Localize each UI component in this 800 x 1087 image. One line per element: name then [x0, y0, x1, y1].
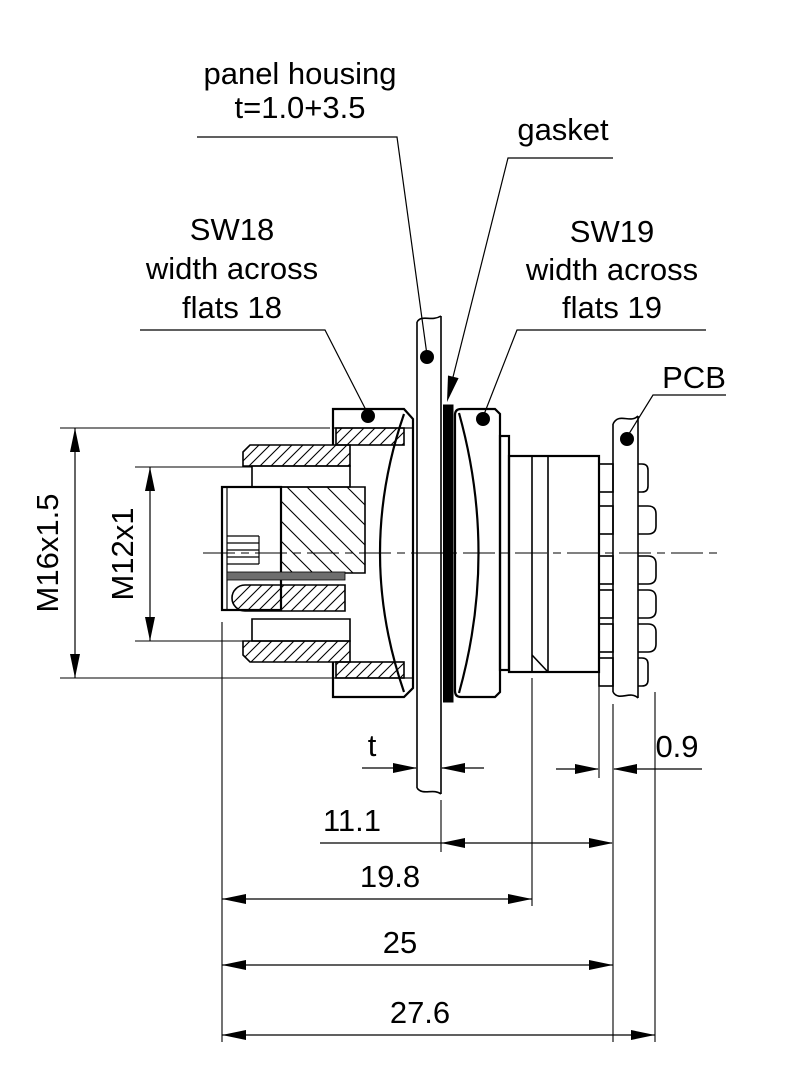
gasket-label: gasket — [517, 112, 609, 147]
center-contact — [226, 571, 346, 581]
dim-27-6-label: 27.6 — [390, 995, 450, 1030]
insulator-section — [280, 486, 366, 574]
gasket-leader — [448, 157, 613, 394]
callout-panel-housing: panel housing t=1.0+3.5 — [197, 56, 434, 364]
rear-housing — [498, 434, 601, 674]
callout-sw18: SW18 width across flats 18 — [140, 212, 375, 423]
sw19-leader-dot — [476, 412, 490, 426]
sw18-leader — [140, 329, 369, 415]
callout-pcb: PCB — [620, 360, 726, 446]
dim-19-8: 19.8 — [222, 859, 532, 904]
pcb-plate — [612, 415, 639, 699]
dim-25: 25 — [222, 925, 613, 970]
sw19-label-line3: flats 19 — [562, 290, 662, 325]
contact-sleeve-section — [231, 584, 346, 612]
dim-27-6: 27.6 — [222, 995, 655, 1040]
callout-gasket: gasket — [447, 112, 613, 402]
dim-panel-thickness-t: t — [362, 728, 484, 773]
pcb-label: PCB — [662, 360, 726, 395]
dim-m16-label: M16x1.5 — [30, 494, 65, 613]
contact-pins — [598, 463, 657, 687]
pcb-leader-dot — [620, 432, 634, 446]
sw19-leader — [482, 329, 706, 418]
dim-25-label: 25 — [383, 925, 417, 960]
sw19-label-line2: width across — [525, 252, 698, 287]
mounting-panel — [416, 315, 442, 795]
panel-housing-leader-dot — [420, 350, 434, 364]
gasket-leader-arrow — [447, 375, 459, 402]
dim-0-9-label: 0.9 — [655, 729, 698, 764]
dim-t-label: t — [368, 728, 377, 763]
dim-19-8-label: 19.8 — [360, 859, 420, 894]
panel-housing-label-line1: panel housing — [203, 56, 396, 91]
panel-housing-label-line2: t=1.0+3.5 — [234, 90, 365, 125]
dim-11-1-label: 11.1 — [323, 803, 381, 838]
sw18-label-line1: SW18 — [190, 212, 274, 247]
sw18-leader-dot — [361, 409, 375, 423]
sw18-label-line2: width across — [145, 251, 318, 286]
sw19-label-line1: SW19 — [570, 214, 654, 249]
callout-sw19: SW19 width across flats 19 — [476, 214, 706, 426]
dim-m12-label: M12x1 — [105, 507, 140, 600]
sw18-label-line3: flats 18 — [182, 290, 282, 325]
dim-m16-thread: M16x1.5 — [30, 428, 80, 678]
pcb-leader — [626, 394, 726, 438]
extension-lines — [60, 427, 656, 1042]
dim-m12-thread: M12x1 — [105, 467, 155, 641]
dim-pcb-standoff-0-9: 0.9 — [556, 729, 702, 774]
front-shell-section — [242, 444, 351, 663]
panel-housing-leader — [197, 136, 428, 356]
dim-panel-to-pcb-11-1: 11.1 — [320, 803, 613, 848]
